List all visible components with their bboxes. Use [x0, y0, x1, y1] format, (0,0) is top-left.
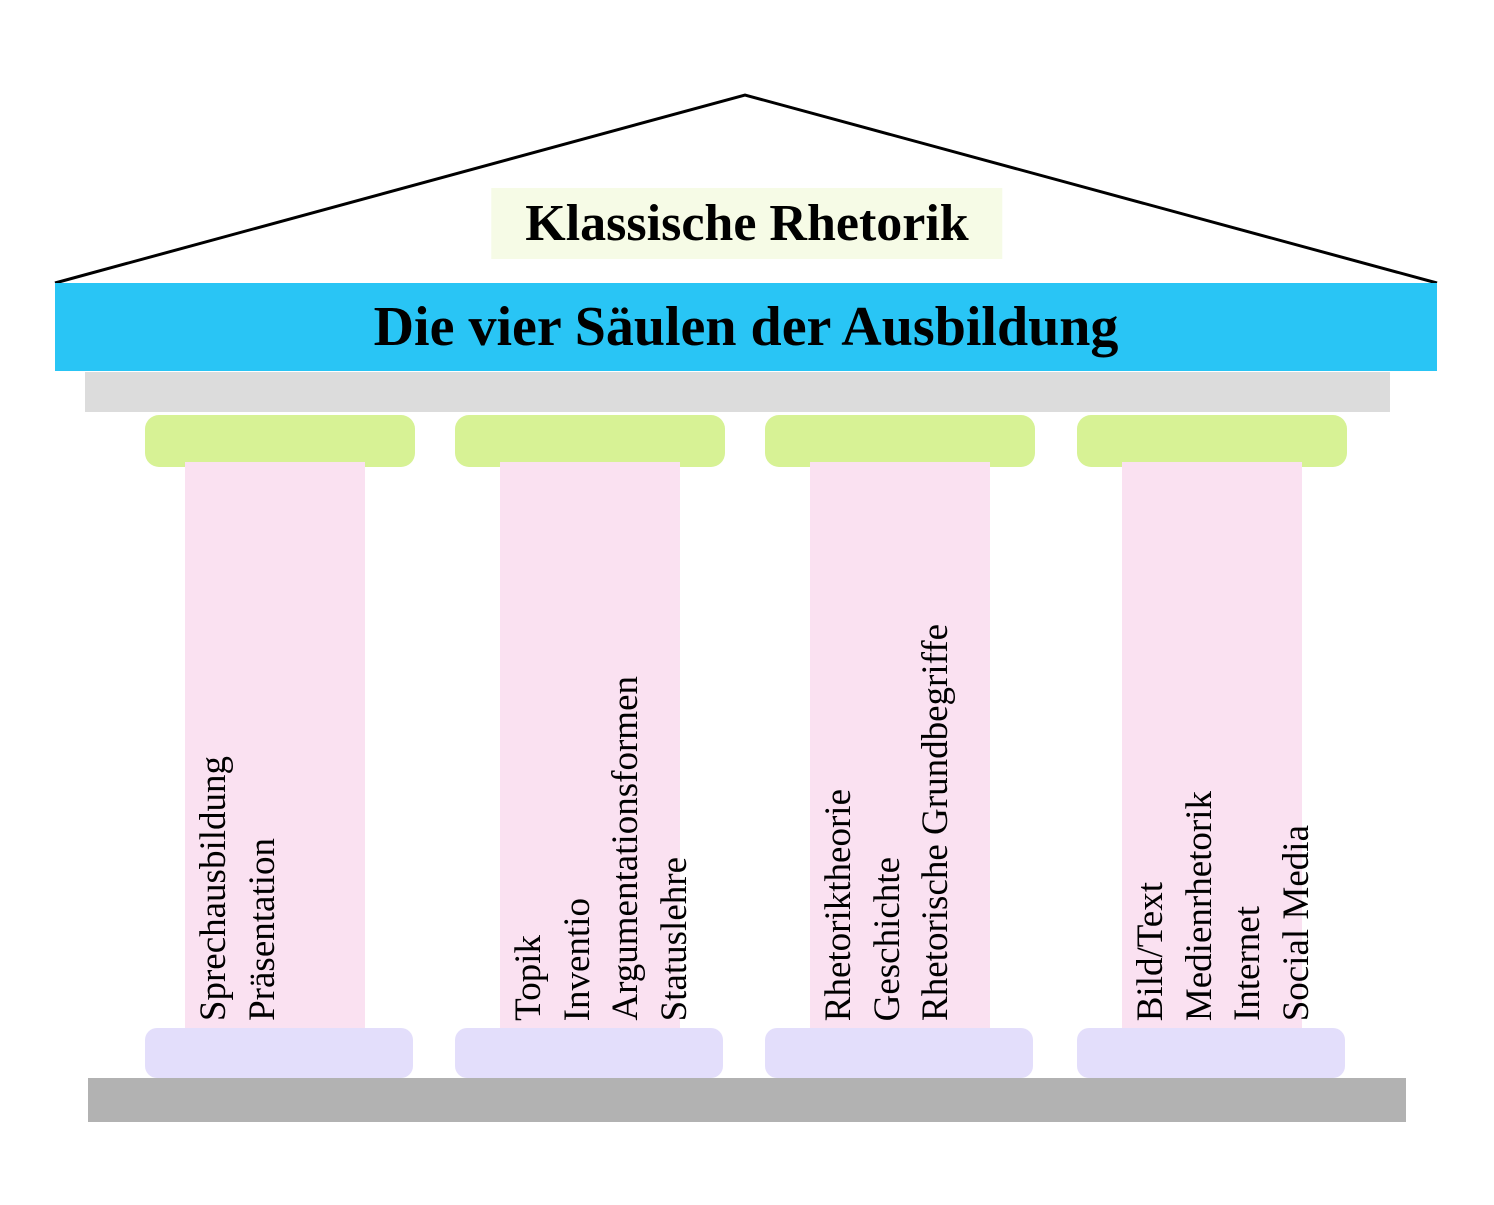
pillar-shaft: Topik Inventio Argumentationsformen Stat…	[500, 462, 695, 1037]
pillar-item: Internet	[1227, 905, 1269, 1021]
pillar-item: Medienrhetorik	[1178, 790, 1220, 1021]
pillar-item: Rhetoriktheorie	[818, 788, 859, 1021]
pillar-item: Geschichte	[866, 856, 908, 1021]
pillar-item: Präsentation	[241, 838, 283, 1021]
pillar-shaft: Bild/Text Medienrhetorik Internet Social…	[1122, 462, 1317, 1037]
pillar-item: Inventio	[556, 897, 598, 1021]
pillar-item: Social Media	[1275, 824, 1317, 1021]
pillar-item: Bild/Text	[1130, 881, 1171, 1021]
diagram-title: Klassische Rhetorik	[491, 188, 1003, 259]
pillar-items: Topik Inventio Argumentationsformen Stat…	[508, 676, 696, 1021]
pillar-capital	[455, 415, 725, 467]
pillar-capital	[1077, 415, 1347, 467]
subtitle-banner: Die vier Säulen der Ausbildung	[55, 283, 1437, 371]
pillar-item: Rhetorische Grundbegriffe	[915, 624, 957, 1021]
pillar-items: Sprechausbildung Präsentation	[193, 756, 284, 1021]
pillar-capital	[765, 415, 1035, 467]
pillar-base	[145, 1028, 413, 1078]
pillar-item: Statuslehre	[653, 856, 695, 1021]
pillar-capital	[145, 415, 415, 467]
stylobate-floor-bar	[88, 1078, 1406, 1122]
pillar-base	[455, 1028, 723, 1078]
pillar-shaft: Rhetoriktheorie Geschichte Rhetorische G…	[810, 462, 990, 1037]
pillar-base	[765, 1028, 1033, 1078]
pillar-base	[1077, 1028, 1345, 1078]
pillar-items: Rhetoriktheorie Geschichte Rhetorische G…	[818, 624, 958, 1021]
pillar-item: Sprechausbildung	[193, 755, 234, 1021]
diagram-subtitle: Die vier Säulen der Ausbildung	[373, 296, 1119, 358]
pillar-items: Bild/Text Medienrhetorik Internet Social…	[1130, 791, 1318, 1021]
pillar-item: Topik	[508, 935, 549, 1021]
pillar-shaft: Sprechausbildung Präsentation	[185, 462, 365, 1037]
pediment-roof-icon	[54, 93, 1438, 285]
pillar-item: Argumentationsformen	[605, 676, 647, 1021]
architrave-bar	[85, 372, 1390, 412]
